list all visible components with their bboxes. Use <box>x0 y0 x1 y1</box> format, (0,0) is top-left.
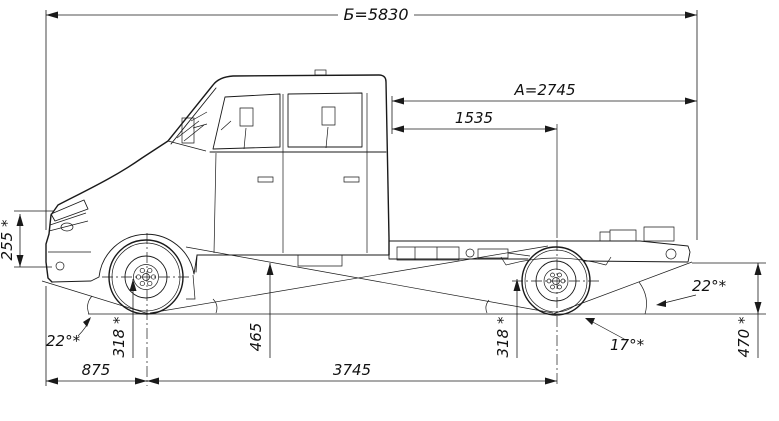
arrowhead <box>392 125 404 133</box>
arrowhead <box>685 11 697 19</box>
dim-label-cab-clearance: 465 <box>247 323 265 352</box>
dim-label-cab-to-rear-axle: 1535 <box>455 109 493 127</box>
dimension-overall-length: Б=5830 <box>45 5 698 386</box>
arrowhead <box>16 255 24 267</box>
leader-line <box>588 319 627 341</box>
windshield-wipers <box>176 120 205 142</box>
centerlines <box>102 124 602 386</box>
mud-flap <box>186 274 196 300</box>
dimension-front-overhang: 875 <box>46 361 147 385</box>
door-seams <box>213 93 368 254</box>
bolt <box>550 272 555 278</box>
ramp-lines <box>149 245 554 314</box>
angle-departure: 22°* <box>552 261 727 315</box>
angle-label-departure: 22°* <box>692 277 727 295</box>
arrowhead <box>129 279 137 291</box>
fog-light <box>55 261 65 271</box>
approach-line <box>41 280 150 315</box>
interior-seats <box>220 106 336 150</box>
dimension-rear-frame-height: 470 * <box>692 262 766 358</box>
dim-label-wheelbase: 3745 <box>333 361 371 379</box>
fuel-tank <box>396 246 460 261</box>
cab-outline <box>45 74 390 283</box>
cab-bottom-line <box>195 254 390 273</box>
dimension-front-axle-clearance: 318 * <box>110 279 137 358</box>
dim-label-front-overhang: 875 <box>82 361 111 379</box>
roof-antenna <box>314 69 327 76</box>
grille-lines <box>48 212 91 253</box>
leader-arrowhead <box>656 300 666 307</box>
arrowhead <box>16 214 24 226</box>
arrowhead <box>46 377 58 385</box>
driveline-joint <box>465 248 475 258</box>
cab-step-box <box>297 254 343 267</box>
tow-hitch <box>665 248 677 260</box>
angle-approach: 22°* <box>41 280 150 350</box>
muffler-and-pipe <box>477 248 531 259</box>
bolt <box>557 284 562 290</box>
front-hub <box>133 264 159 290</box>
dim-label-front-height: 255 * <box>0 219 16 260</box>
arrowhead <box>513 279 521 291</box>
bolt <box>557 272 562 278</box>
rear-overhang-equipment <box>599 226 675 242</box>
extension-lines <box>45 10 698 386</box>
dim-label-rear-axle-clearance: 318 * <box>494 316 512 357</box>
rear-hub <box>543 268 569 294</box>
bolt <box>139 267 145 274</box>
bolt <box>139 280 145 287</box>
arrowhead <box>754 263 762 275</box>
rear-axle-centerline <box>512 240 602 386</box>
arrowhead <box>545 377 557 385</box>
side-windows <box>212 92 363 150</box>
dimension-cab-to-rear-axle: 1535 <box>392 109 557 133</box>
cab <box>45 69 390 300</box>
arrowhead <box>46 11 58 19</box>
cowl-line <box>167 140 207 152</box>
front-axle-centerline <box>102 233 192 386</box>
dim-label-cab-to-rear: А=2745 <box>513 81 575 99</box>
angle-ramp: 17°* <box>149 245 645 354</box>
dimension-cab-clearance: 465 <box>247 263 274 358</box>
leader-arrowhead <box>83 317 91 327</box>
dim-label-rear-frame-height: 470 * <box>735 316 753 357</box>
rear-tire-inner <box>524 249 588 313</box>
side-mirror <box>181 111 208 144</box>
arrowhead <box>392 97 404 105</box>
dimension-cab-to-rear: А=2745 <box>391 81 697 134</box>
dim-label-front-axle-clearance: 318 * <box>110 316 128 357</box>
bolt <box>147 267 153 274</box>
bolt <box>147 280 153 287</box>
truck <box>45 69 691 316</box>
angle-label-ramp: 17°* <box>610 336 645 354</box>
arrowhead <box>545 125 557 133</box>
ramp-arcs <box>212 298 490 314</box>
arrowhead <box>147 377 159 385</box>
angle-label-approach: 22°* <box>46 332 81 350</box>
departure-line <box>552 261 693 315</box>
frame-rails <box>388 240 691 263</box>
door-handles <box>257 176 360 183</box>
dimension-wheelbase: 3745 <box>147 361 557 385</box>
windshield-line <box>170 87 217 145</box>
headlight <box>50 199 89 222</box>
dimension-rear-axle-clearance: 318 * <box>494 279 521 358</box>
brand-logo <box>60 222 74 232</box>
bolt <box>550 284 555 290</box>
arrowhead <box>266 263 274 275</box>
arrowhead <box>685 97 697 105</box>
extension-lines <box>14 210 54 268</box>
leaf-spring <box>500 256 612 266</box>
arrowhead <box>754 302 762 314</box>
arrowhead <box>135 377 147 385</box>
dimension-front-height: 255 * <box>0 210 54 268</box>
leader-arrowhead <box>585 318 595 325</box>
chassis <box>297 226 691 267</box>
front-fender-and-bumper-bottom <box>51 233 198 283</box>
departure-arc <box>638 281 647 315</box>
dim-label-overall-length: Б=5830 <box>343 5 408 24</box>
approach-arc <box>87 295 93 315</box>
